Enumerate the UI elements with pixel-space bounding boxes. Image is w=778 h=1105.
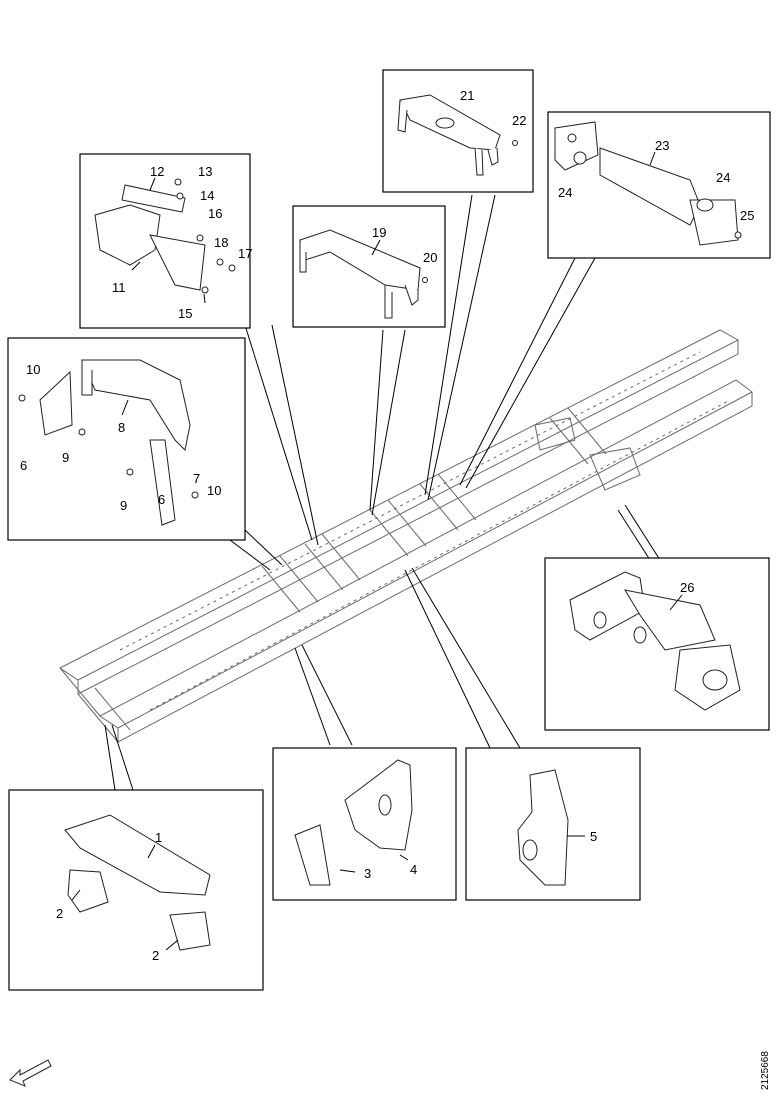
callout-6b: 6 bbox=[158, 492, 165, 507]
callout-16: 16 bbox=[208, 206, 222, 221]
callout-11: 11 bbox=[112, 280, 126, 295]
callout-3: 3 bbox=[364, 866, 371, 881]
callout-24a: 24 bbox=[558, 185, 572, 200]
detail-box-front-crossmember: 1 2 2 bbox=[8, 789, 264, 991]
callout-19: 19 bbox=[372, 225, 386, 240]
callout-10a: 10 bbox=[26, 362, 40, 377]
callout-20: 20 bbox=[423, 250, 437, 265]
detail-box-rear-bracket: 23 24 24 25 bbox=[547, 111, 771, 259]
callout-22: 22 bbox=[512, 113, 526, 128]
detail-box-front-bracket: 12 13 14 16 18 17 11 15 bbox=[79, 153, 252, 329]
callout-18: 18 bbox=[214, 235, 228, 250]
callout-1: 1 bbox=[155, 830, 162, 845]
callout-7: 7 bbox=[193, 471, 200, 486]
callout-2a: 2 bbox=[56, 906, 63, 921]
leader-lines bbox=[104, 194, 661, 791]
callout-12: 12 bbox=[150, 164, 164, 179]
chassis-frame bbox=[59, 329, 753, 743]
detail-box-bracket-5: 5 bbox=[465, 747, 641, 901]
callout-23: 23 bbox=[655, 138, 669, 153]
callout-9a: 9 bbox=[62, 450, 69, 465]
callout-5: 5 bbox=[590, 829, 597, 844]
front-arrow-icon bbox=[9, 1059, 52, 1087]
callout-6a: 6 bbox=[20, 458, 27, 473]
callout-8: 8 bbox=[118, 420, 125, 435]
detail-box-crossmember-21: 21 22 bbox=[382, 69, 534, 193]
callout-14: 14 bbox=[200, 188, 214, 203]
callout-15: 15 bbox=[178, 306, 192, 321]
callout-2b: 2 bbox=[152, 948, 159, 963]
detail-box-brackets-3-4: 3 4 bbox=[272, 747, 457, 901]
callout-24b: 24 bbox=[716, 170, 730, 185]
callout-17: 17 bbox=[238, 246, 252, 261]
callout-9b: 9 bbox=[120, 498, 127, 513]
detail-box-crossmember-19: 19 20 bbox=[292, 205, 446, 328]
callout-21: 21 bbox=[460, 88, 474, 103]
detail-box-rear-axle-bracket: 26 bbox=[544, 557, 770, 731]
callout-25: 25 bbox=[740, 208, 754, 223]
callout-4: 4 bbox=[410, 862, 417, 877]
callout-13: 13 bbox=[198, 164, 212, 179]
callout-26: 26 bbox=[680, 580, 694, 595]
callout-10b: 10 bbox=[207, 483, 221, 498]
detail-box-crossmember-8: 10 8 9 6 7 9 10 6 bbox=[7, 337, 246, 541]
drawing-code: 2125668 bbox=[760, 1051, 771, 1090]
